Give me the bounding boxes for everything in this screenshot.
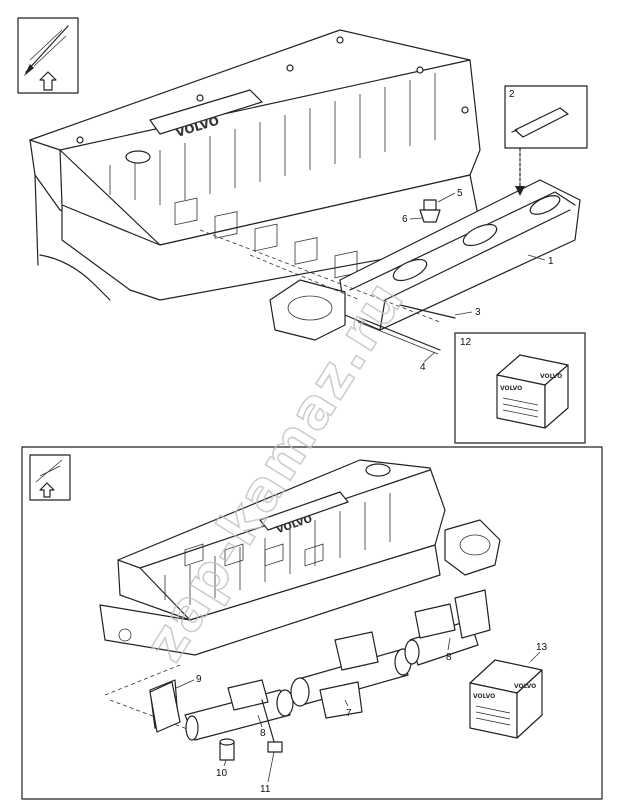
callout-2: 2 [509,89,515,100]
engine-valve-cover-bottom: VOLVO [99,459,501,656]
callout-8b: 8 [446,652,452,663]
manifold-section-middle [290,631,412,719]
bottom-orientation-icon [29,454,71,501]
callout-4: 4 [420,362,426,373]
sealant-tube-icon [514,107,569,138]
box-logo-13a: VOLVO [473,693,495,700]
callout-11: 11 [260,784,271,795]
top-orientation-icon [17,17,79,94]
box-logo-13b: VOLVO [514,683,536,690]
spacer-sleeve-10 [219,738,235,761]
bottom-assembly: VOLVO [21,446,603,800]
gasket-kit-icon-12: VOLVO VOLVO [496,354,569,429]
manifold-gasket-9 [149,681,181,733]
box-logo-12b: VOLVO [540,373,562,380]
gasket-kit-box-12: 12 VOLVO VOLVO [454,332,586,444]
engine-valve-cover-top: VOLVO [29,29,481,301]
exhaust-manifold-assembly [269,179,581,341]
sealant-tube-box: 2 [504,85,588,196]
manifold-bolt-short [399,304,456,319]
callout-8a: 8 [260,728,266,739]
manifold-bolt-11 [261,699,283,753]
callout-6: 6 [402,214,408,225]
callout-10: 10 [216,768,228,779]
callout-12: 12 [460,337,472,348]
callout-5: 5 [457,188,463,199]
callout-1: 1 [548,256,554,267]
manifold-bolt-long [359,317,441,351]
top-assembly: VOLVO [17,17,588,444]
callout-13: 13 [536,642,548,653]
gasket-kit-box-13: 13 VOLVO VOLVO [469,642,548,739]
box-logo-12a: VOLVO [500,385,522,392]
callout-7: 7 [346,708,352,719]
manifold-section-front [404,589,491,666]
callout-9: 9 [196,674,202,685]
callout-3: 3 [475,307,481,318]
